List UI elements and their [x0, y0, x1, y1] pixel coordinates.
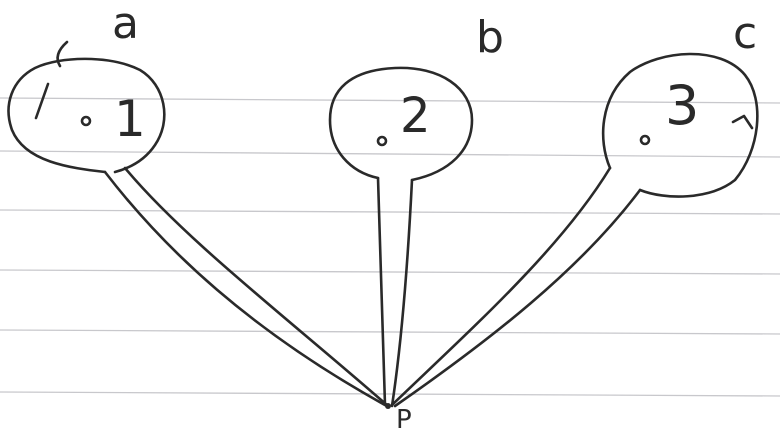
balloon-a: 1 a [7, 0, 390, 408]
point-label: P [396, 405, 412, 435]
letter-label-c: c [733, 8, 757, 59]
letter-label-b: b [476, 12, 504, 63]
number-label-3: 3 [665, 74, 699, 137]
ruled-lines [0, 97, 780, 397]
convergence-point: P [385, 403, 412, 435]
balloon-c: 3 c [390, 8, 759, 408]
balloon-b: 2 b [328, 12, 504, 408]
number-label-2: 2 [400, 88, 431, 144]
number-label-1: 1 [114, 90, 146, 148]
letter-label-a: a [112, 0, 139, 49]
